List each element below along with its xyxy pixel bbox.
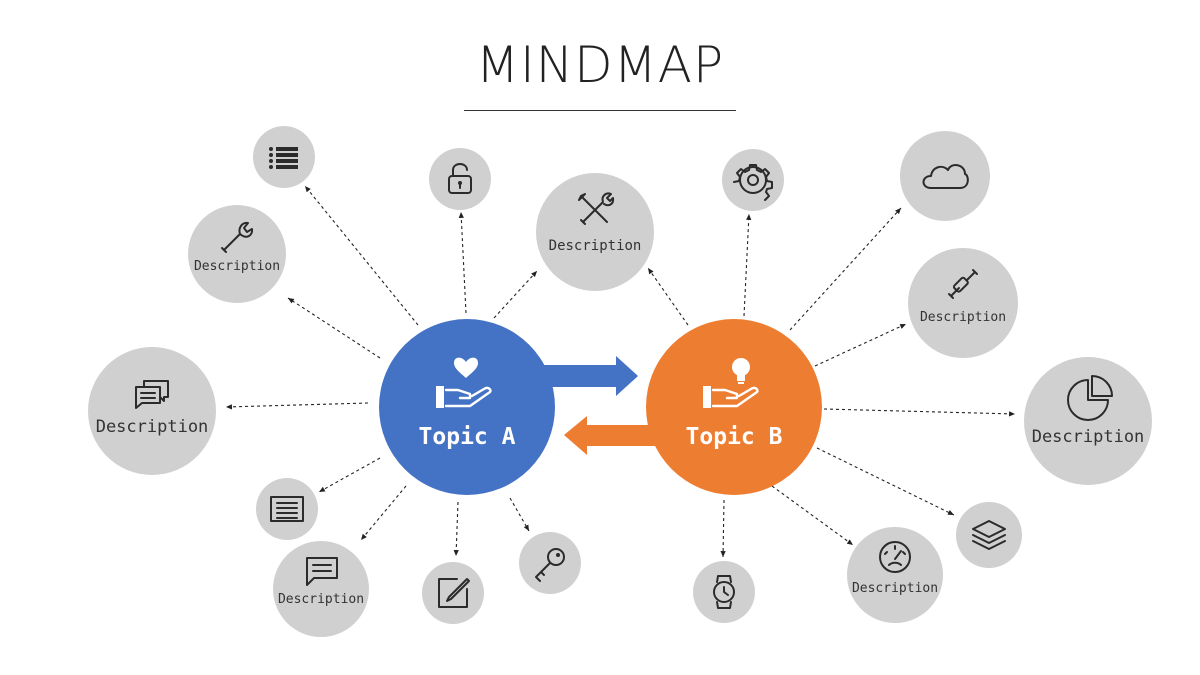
node-description: Description (852, 581, 938, 596)
edge-a-doc (318, 457, 381, 493)
edge-b-pie (823, 408, 1016, 417)
node-circle (722, 149, 784, 211)
node-lock[interactable] (429, 148, 491, 210)
node-circle (429, 148, 491, 210)
node-msg[interactable]: Description (273, 541, 369, 637)
node-watch[interactable] (693, 561, 755, 623)
node-key[interactable] (519, 532, 581, 594)
key-icon (535, 548, 565, 582)
node-circle (900, 131, 990, 221)
node-description: Description (920, 310, 1006, 325)
bulb-hand-icon (703, 358, 759, 408)
edge-a-msg (360, 485, 407, 541)
edge-b-layers (816, 447, 955, 516)
cloud-icon (922, 164, 969, 189)
topic-a-label: Topic A (419, 424, 516, 450)
node-description: Description (278, 592, 364, 607)
node-description: Description (549, 238, 642, 254)
topic-b-label: Topic B (686, 424, 783, 450)
heart-hand-icon (436, 357, 492, 408)
topic-b-node[interactable]: Topic B (646, 319, 822, 495)
node-list[interactable] (253, 126, 315, 188)
topic-a-node[interactable]: Topic A (379, 319, 555, 495)
chat-icon (135, 380, 169, 409)
document-icon (270, 496, 304, 522)
page-title: MINDMAP (475, 36, 725, 94)
node-cloud[interactable] (900, 131, 990, 221)
edge-a-edit (453, 501, 459, 557)
edge-a-chat (225, 402, 369, 410)
node-circle (908, 248, 1018, 358)
edge-a-list (304, 185, 419, 326)
message-icon (306, 557, 338, 586)
edge-b-gear (743, 213, 752, 317)
edge-b-gauge (771, 485, 854, 546)
lock-icon (448, 163, 472, 194)
node-circle (847, 527, 943, 623)
node-circle (88, 347, 216, 475)
node-gear[interactable] (722, 149, 784, 211)
edge-a-lock (458, 211, 467, 314)
connectors (225, 185, 1016, 558)
node-chat[interactable]: Description (88, 347, 216, 475)
edge-a-wrench (287, 297, 381, 359)
node-screwdriver[interactable]: Description (908, 248, 1018, 358)
pie-chart-icon (1067, 375, 1113, 421)
title-underline (464, 110, 736, 111)
node-circle (956, 502, 1022, 568)
node-circle (273, 541, 369, 637)
edge-b-tools (647, 267, 689, 326)
node-edit[interactable] (422, 562, 484, 624)
edge-b-screwdriver (814, 323, 907, 367)
node-layers[interactable] (956, 502, 1022, 568)
node-description: Description (194, 259, 280, 274)
watch-icon (713, 575, 735, 609)
list-icon (269, 147, 298, 169)
node-description: Description (96, 417, 209, 437)
node-circle (188, 205, 286, 303)
edge-a-key (509, 497, 530, 532)
edge-b-watch (720, 499, 726, 558)
node-pie[interactable]: Description (1024, 357, 1152, 485)
edge-a-tools (493, 270, 538, 319)
node-description: Description (1032, 427, 1145, 447)
layers-icon (972, 520, 1006, 550)
gauge-icon (879, 541, 911, 573)
tools-icon (578, 192, 615, 225)
edge-b-cloud (789, 207, 902, 331)
wrench-icon (221, 221, 254, 253)
node-gauge[interactable]: Description (847, 527, 943, 623)
arrow-b-to-a (564, 416, 660, 455)
node-tools[interactable]: Description (536, 173, 654, 291)
node-doc[interactable] (256, 478, 318, 540)
node-wrench[interactable]: Description (188, 205, 286, 303)
screwdriver-icon (948, 269, 978, 299)
node-circle (536, 173, 654, 291)
gear-icon (733, 164, 773, 201)
edit-icon (438, 578, 470, 608)
arrow-a-to-b (540, 356, 638, 396)
